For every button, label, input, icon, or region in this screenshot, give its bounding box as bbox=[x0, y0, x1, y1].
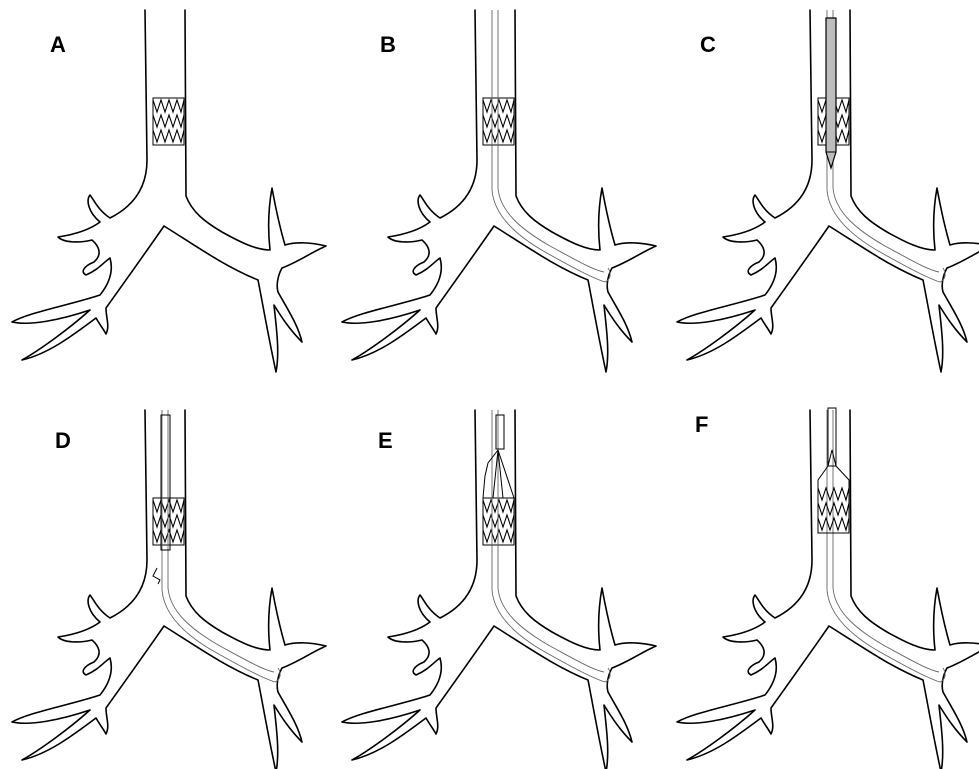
panel-d: D bbox=[12, 410, 326, 769]
panel-label-e: E bbox=[378, 428, 393, 453]
panel-label-d: D bbox=[55, 428, 71, 453]
panel-label-b: B bbox=[380, 32, 396, 57]
panel-c: C bbox=[677, 10, 979, 372]
stent-mesh bbox=[483, 98, 514, 145]
airway-outline bbox=[12, 10, 326, 372]
stent-mesh bbox=[153, 498, 184, 545]
collapsed-stent bbox=[818, 408, 849, 533]
stent-mesh bbox=[153, 98, 184, 145]
airway-outline bbox=[342, 10, 656, 372]
guidewire bbox=[827, 410, 945, 682]
panel-f: F bbox=[677, 408, 979, 769]
airway-outline bbox=[12, 410, 326, 769]
stent-mesh bbox=[483, 498, 514, 545]
guidewire bbox=[492, 10, 610, 282]
panel-label-c: C bbox=[700, 32, 716, 57]
snare-loop bbox=[153, 568, 160, 584]
retrieval-sheath bbox=[496, 415, 504, 449]
panel-b: B bbox=[342, 10, 656, 372]
guidewire bbox=[162, 410, 280, 682]
retrieval-sutures bbox=[483, 450, 514, 498]
panel-label-a: A bbox=[50, 32, 66, 57]
panel-label-f: F bbox=[695, 412, 708, 437]
guidewire bbox=[492, 410, 610, 682]
panel-a: A bbox=[12, 10, 326, 372]
guidewire bbox=[827, 10, 945, 282]
panel-e: E bbox=[342, 410, 656, 769]
rigid-dilator bbox=[826, 18, 836, 168]
